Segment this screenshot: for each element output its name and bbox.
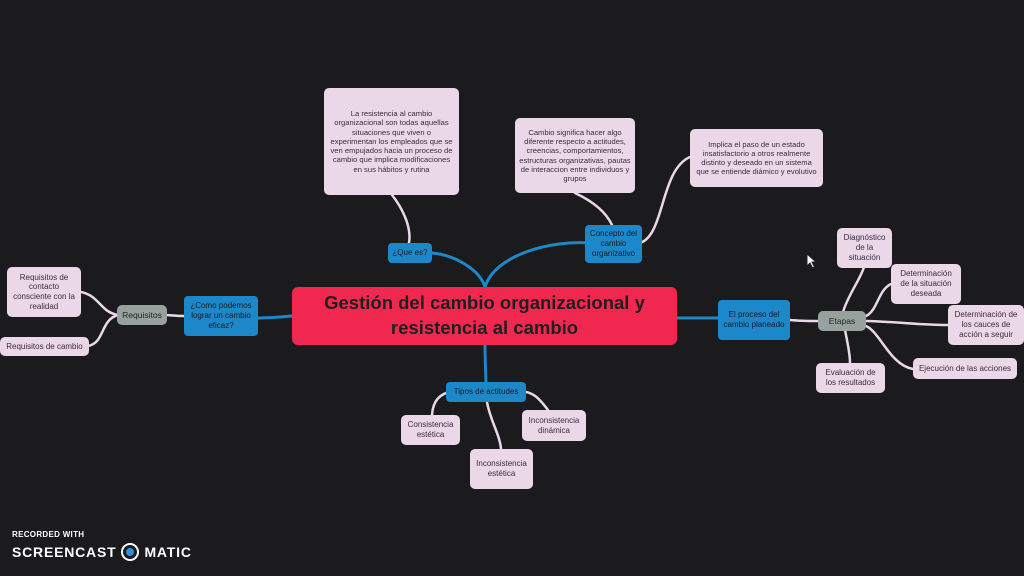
branch-que-es[interactable]: ¿Que es? <box>388 243 432 263</box>
link-etapas-evaluacion <box>843 328 852 365</box>
etapa-evaluacion[interactable]: Evaluación de los resultados <box>816 363 885 393</box>
link-tipos-inconsistencia-estetica <box>485 400 503 451</box>
tipo-inconsistencia-dinamica[interactable]: Inconsistencia dinámica <box>522 410 586 441</box>
que-es-detail[interactable]: La resistencia al cambio organizacional … <box>324 88 459 195</box>
requisito-cambio[interactable]: Requisitos de cambio <box>0 337 89 356</box>
link-etapas-ejecucion <box>864 324 915 371</box>
branch-tipos-actitudes[interactable]: Tipos de actitudes <box>446 382 526 402</box>
link-etapas-diagnostico <box>841 265 866 314</box>
link-central-que-es <box>430 251 487 289</box>
link-central-tipos <box>483 343 488 386</box>
tipo-inconsistencia-estetica[interactable]: Inconsistencia estética <box>470 449 533 489</box>
watermark-brand-left: SCREENCAST <box>12 544 117 560</box>
tipo-consistencia-estetica[interactable]: Consistencia estética <box>401 415 460 445</box>
branch-como-lograr[interactable]: ¿Como podemos lograr un cambio eficaz? <box>184 296 258 336</box>
link-concepto-detail1 <box>573 191 614 227</box>
watermark-brand-right: MATIC <box>144 544 192 560</box>
mouse-cursor-icon <box>806 253 818 269</box>
link-central-concepto <box>483 241 592 289</box>
requisito-contacto[interactable]: Requisitos de contacto consciente con la… <box>7 267 81 317</box>
link-central-como <box>256 314 294 320</box>
etapas-node[interactable]: Etapas <box>818 311 866 331</box>
record-icon <box>121 543 140 561</box>
branch-concepto[interactable]: Concepto del cambio organizativo <box>585 225 642 263</box>
screencast-watermark: RECORDED WITH SCREENCAST MATIC <box>12 530 192 561</box>
etapa-ejecucion[interactable]: Ejecución de las acciones <box>913 358 1017 379</box>
watermark-brand: SCREENCAST MATIC <box>12 543 192 561</box>
link-que-es-detail <box>390 193 411 245</box>
etapa-situacion-deseada[interactable]: Determinación de la situación deseada <box>891 264 961 304</box>
concepto-detail-1[interactable]: Cambio significa hacer algo diferente re… <box>515 118 635 193</box>
central-topic[interactable]: Gestión del cambio organizacional y resi… <box>292 287 677 345</box>
link-proceso-etapas <box>788 318 820 323</box>
watermark-recorded-with: RECORDED WITH <box>12 530 85 539</box>
requisitos-node[interactable]: Requisitos <box>117 305 167 325</box>
concepto-detail-2[interactable]: Implica el paso de un estado insatisfact… <box>690 129 823 187</box>
link-etapas-cauces <box>864 319 950 327</box>
link-concepto-detail2 <box>638 155 692 245</box>
etapa-cauces-accion[interactable]: Determinación de los cauces de acción a … <box>948 305 1024 345</box>
etapa-diagnostico[interactable]: Diagnóstico de la situación <box>837 228 892 268</box>
link-requisitos-cambio <box>86 313 120 348</box>
link-requisitos-contacto <box>79 290 120 317</box>
link-etapas-deseada <box>864 282 893 318</box>
branch-proceso[interactable]: El proceso del cambio planeado <box>718 300 790 340</box>
link-como-requisitos <box>164 313 187 318</box>
